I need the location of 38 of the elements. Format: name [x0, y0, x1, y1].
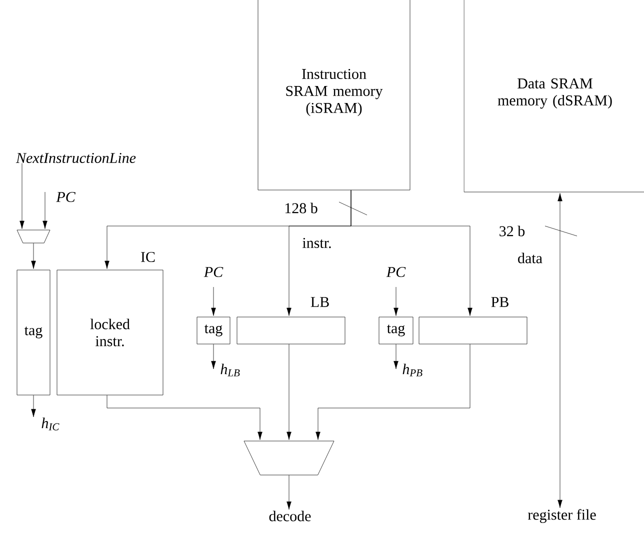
arrow [558, 193, 562, 508]
arrow [286, 475, 292, 510]
tag-box: tag [196, 316, 230, 344]
multiplexer [16, 230, 50, 244]
bus-label: instr. [302, 238, 331, 248]
block-label: PB [491, 297, 508, 307]
arrow [286, 344, 292, 440]
edge-label: 32 b [498, 224, 526, 238]
edge-label: 128 b [283, 202, 319, 214]
arrow [211, 286, 216, 316]
arrow [20, 163, 24, 229]
tag-box: tag [378, 316, 414, 344]
arrow [350, 190, 472, 316]
arrow [211, 344, 216, 370]
block-label: LB [310, 297, 329, 307]
edge-label: h$_{LB}$ [219, 362, 242, 378]
bus-label: data [518, 252, 542, 264]
output-label: decode [269, 510, 311, 522]
arrow [42, 192, 48, 229]
edge-label: PC [55, 190, 76, 204]
arrow [106, 395, 262, 440]
arrow [31, 395, 36, 418]
signal-label: NextInstructionLine [16, 152, 136, 164]
edge-label: PC [385, 266, 407, 278]
arrow [316, 344, 470, 440]
edge-label: h$_{IC}$ [40, 416, 61, 432]
arrow [394, 286, 398, 316]
cache-box: locked instr. [56, 270, 164, 396]
block-label: IC [141, 252, 155, 262]
arrow [31, 243, 36, 269]
edge-label: PC [202, 266, 224, 278]
edge-label: h$_{PB}$ [401, 362, 424, 378]
tag-box: tag [16, 270, 50, 396]
output-label: register file [528, 509, 596, 523]
memory-block: Instruction SRAM memory (iSRAM) [258, 0, 410, 190]
arrow [394, 344, 398, 370]
multiplexer [244, 440, 334, 476]
memory-block: Data SRAM memory (dSRAM) [464, 0, 644, 192]
